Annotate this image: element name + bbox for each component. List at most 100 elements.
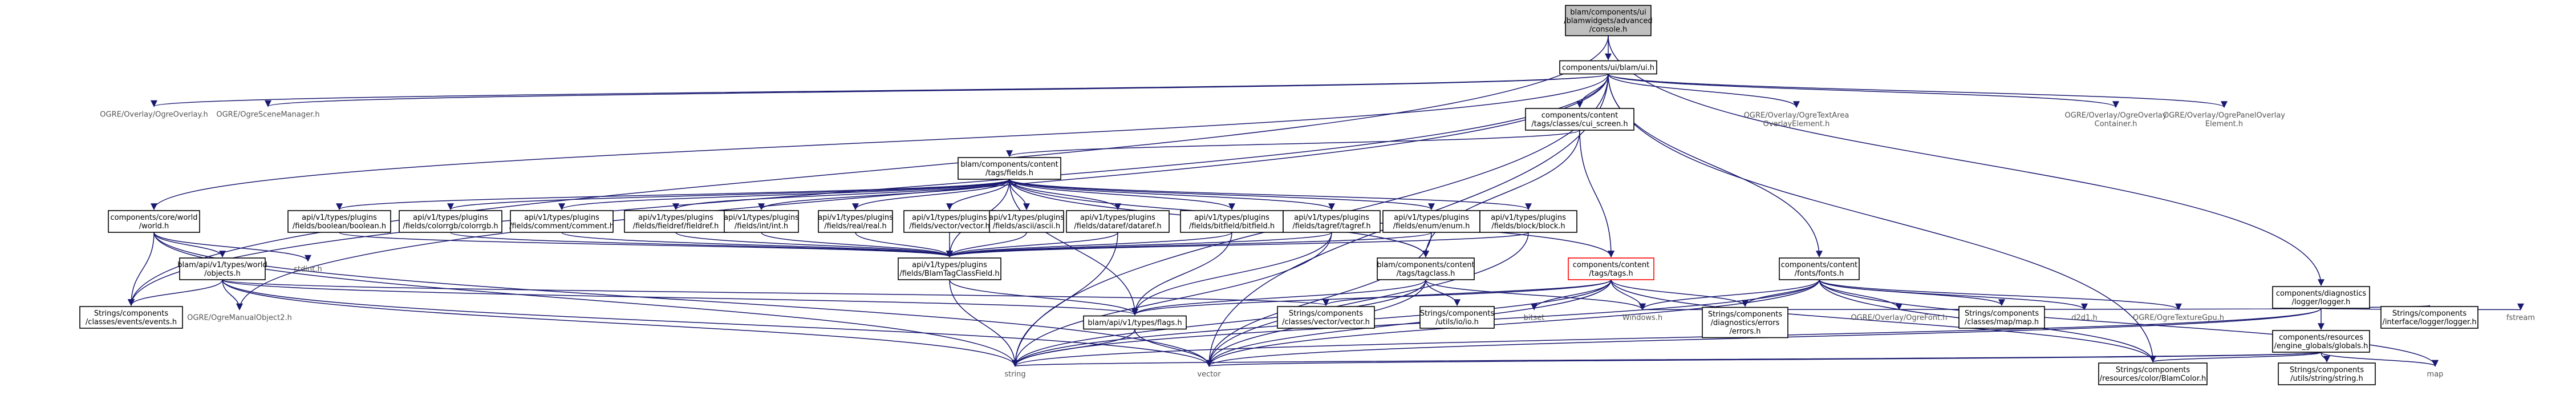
node-colorrgb[interactable]: api/v1/types/plugins/fields/colorrgb/col… [399, 210, 502, 233]
edge-tagsh-to-errors [1610, 279, 1749, 307]
node-label-line: api/v1/types/plugins [1080, 213, 1155, 222]
edge-cui_screen-to-tagclass [1422, 130, 1580, 258]
node-windows: Windows.h [1622, 314, 1662, 323]
edge-ui-to-ogre_textarea [1608, 74, 1800, 108]
node-errors[interactable]: Strings/components/diagnostics/errors/er… [1702, 307, 1788, 338]
node-label-line: string [1004, 370, 1025, 379]
node-label-line: Element.h [2205, 120, 2243, 128]
node-box [958, 157, 1061, 180]
node-cui_screen[interactable]: components/content/tags/classes/cui_scre… [1525, 108, 1634, 131]
edge-intint-to-blamtagclassfield [761, 232, 953, 258]
edge-fields-to-intint [758, 179, 1010, 211]
node-mapmap[interactable]: Strings/components/classes/map/map.h [1958, 306, 2045, 329]
edge-tagsh-to-vectorh [1323, 279, 1612, 307]
node-ui[interactable]: components/ui/blam/ui.h [1559, 60, 1657, 75]
node-label-line: Strings/components [2116, 366, 2190, 374]
edge-console-to-events [128, 35, 1609, 307]
node-blamcolor[interactable]: Strings/components/resources/color/BlamC… [2098, 362, 2208, 385]
node-bitfield[interactable]: api/v1/types/plugins/fields/bitfield/bit… [1180, 210, 1284, 233]
node-label-line: api/v1/types/plugins [1394, 213, 1469, 222]
edge-globals-to-stringhelp [2321, 352, 2330, 363]
edge-realreal-to-blamtagclassfield [855, 232, 953, 258]
node-label-line: /fields/BlamTagClassField.h [899, 269, 999, 278]
node-logger[interactable]: components/diagnostics/logger/logger.h [2272, 286, 2370, 309]
node-intint[interactable]: api/v1/types/plugins/fields/int/int.h [724, 210, 799, 233]
edge-ui-to-ogre_overlay [151, 73, 1609, 107]
node-ogre_overlay: OGRE/Overlay/OgreOverlay.h [100, 111, 208, 119]
node-label-line: api/v1/types/plugins [912, 213, 987, 222]
node-label-line: Strings/components [94, 309, 168, 318]
edge-objects-to-events [128, 279, 223, 307]
node-loggerstr[interactable]: Strings/components/interface/logger/logg… [2380, 306, 2478, 329]
node-label-line: components/resources [2279, 333, 2363, 342]
node-enum[interactable]: api/v1/types/plugins/fields/enum/enum.h [1382, 210, 1480, 233]
node-label-line: OGRE/OgreManualObject2.h [187, 314, 292, 323]
node-vectorh[interactable]: Strings/components/classes/vector/vector… [1277, 306, 1375, 329]
node-bitset: bitset [1524, 314, 1545, 323]
node-events[interactable]: Strings/components/classes/events/events… [79, 306, 183, 329]
node-label-line: /blamwidgets/advanced [1564, 17, 1652, 26]
node-globals[interactable]: components/resources/engine_globals/glob… [2272, 330, 2370, 353]
edge-blamflags-to-string [1012, 329, 1135, 367]
node-label-line: /classes/vector/vector.h [1282, 318, 1370, 327]
node-label-line: Strings/components [2290, 366, 2364, 374]
edge-fields-to-colorrgb [447, 179, 1010, 211]
node-boolean[interactable]: api/v1/types/plugins/fields/boolean/bool… [287, 210, 391, 233]
node-fonts[interactable]: components/content/fonts/fonts.h [1779, 257, 1860, 280]
node-box [1559, 60, 1657, 75]
node-objects[interactable]: blam/api/v1/types/world/objects.h [177, 257, 267, 280]
node-box [1525, 108, 1634, 131]
edge-tagclass-to-windows [1425, 279, 1646, 311]
node-box [2272, 330, 2370, 353]
node-blamflags[interactable]: blam/api/v1/types/flags.h [1083, 315, 1187, 330]
node-label-line: /tags/fields.h [985, 169, 1033, 178]
node-label-line: api/v1/types/plugins [818, 213, 893, 222]
node-block[interactable]: api/v1/types/plugins/fields/block/block.… [1479, 210, 1577, 233]
node-string: string [1004, 370, 1025, 379]
node-label-line: OGRE/Overlay/OgreFont.h [1851, 314, 1947, 323]
node-label-line: /fields/boolean/boolean.h [293, 222, 386, 231]
node-console[interactable]: blam/components/ui/blamwidgets/advanced/… [1564, 5, 1653, 37]
edge-dataref-to-string [1012, 232, 1118, 367]
node-comment[interactable]: api/v1/types/plugins/fields/comment/comm… [509, 210, 614, 233]
node-utilsio[interactable]: Strings/components/utils/io/io.h [1419, 306, 1495, 329]
node-label-line: /objects.h [204, 269, 241, 278]
node-label-line: /fields/int/int.h [735, 222, 788, 231]
edge-objects-to-string [222, 279, 1019, 367]
node-vector[interactable]: api/v1/types/plugins/fields/vector/vecto… [903, 210, 996, 233]
node-label-line: /fields/bitfield/bitfield.h [1189, 222, 1275, 231]
node-dataref[interactable]: api/v1/types/plugins/fields/dataref/data… [1066, 210, 1170, 233]
node-world[interactable]: components/core/world/world.h [108, 210, 200, 233]
node-realreal[interactable]: api/v1/types/plugins/fields/real/real.h [818, 210, 893, 233]
edge-bitfield-to-blamflags [1131, 232, 1232, 316]
node-label-line: /console.h [1589, 26, 1627, 34]
edge-fields-to-block [1009, 179, 1532, 211]
edge-globals-to-vectorstd [1206, 352, 2322, 367]
node-tagref[interactable]: api/v1/types/plugins/fields/tagref/tagre… [1283, 210, 1381, 233]
edge-cui_screen-to-fields [1006, 130, 1580, 158]
edge-dataref-to-blamtagclassfield [946, 232, 1118, 258]
node-blamtagclassfield[interactable]: api/v1/types/plugins/fields/BlamTagClass… [898, 257, 1001, 280]
edge-objects-to-vectorh [222, 279, 1329, 307]
node-tagclass[interactable]: blam/components/content/tags/tagclass.h [1377, 257, 1475, 280]
node-label-line: /diagnostics/errors [1711, 319, 1780, 328]
node-label-line: /classes/events/events.h [86, 318, 177, 327]
node-box [1419, 306, 1495, 329]
node-stringhelp[interactable]: Strings/components/utils/string/string.h [2278, 362, 2376, 385]
edge-blamtagclassfield-to-blamflags [949, 279, 1138, 316]
edge-enum-to-blamtagclassfield [946, 232, 1432, 258]
edge-fields-to-realreal [852, 179, 1010, 211]
node-tagsh[interactable]: components/content/tags/tags.h [1568, 257, 1654, 280]
node-label-line: /errors.h [1730, 328, 1761, 336]
node-ogre_scene: OGRE/OgreSceneManager.h [216, 111, 319, 119]
node-label-line: /fields/real/real.h [824, 222, 887, 231]
node-fieldref[interactable]: api/v1/types/plugins/fields/fieldref/fie… [624, 210, 728, 233]
node-ascii[interactable]: api/v1/types/plugins/fields/ascii/ascii.… [989, 210, 1064, 233]
node-label-line: /fields/dataref/dataref.h [1074, 222, 1161, 231]
edge-fields-to-vector [946, 179, 1010, 211]
node-label-line: api/v1/types/plugins [912, 261, 987, 269]
node-fields[interactable]: blam/components/content/tags/fields.h [958, 157, 1061, 180]
node-manualobject: OGRE/OgreManualObject2.h [187, 314, 292, 323]
edge-console-to-logger [1608, 35, 2325, 287]
node-box [287, 210, 391, 233]
